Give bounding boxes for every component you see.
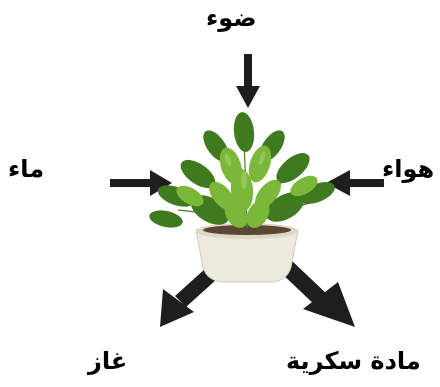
plant-leaves bbox=[148, 111, 338, 232]
arrow-air-in bbox=[326, 170, 384, 196]
label-gas: غاز bbox=[88, 349, 127, 373]
label-sugar: مادة سكرية bbox=[286, 349, 421, 373]
arrow-light-in bbox=[236, 54, 260, 108]
label-water: ماء bbox=[8, 157, 44, 181]
plant-pot bbox=[196, 223, 298, 282]
label-light: ضوء bbox=[206, 6, 257, 30]
label-air: هواء bbox=[382, 157, 434, 181]
